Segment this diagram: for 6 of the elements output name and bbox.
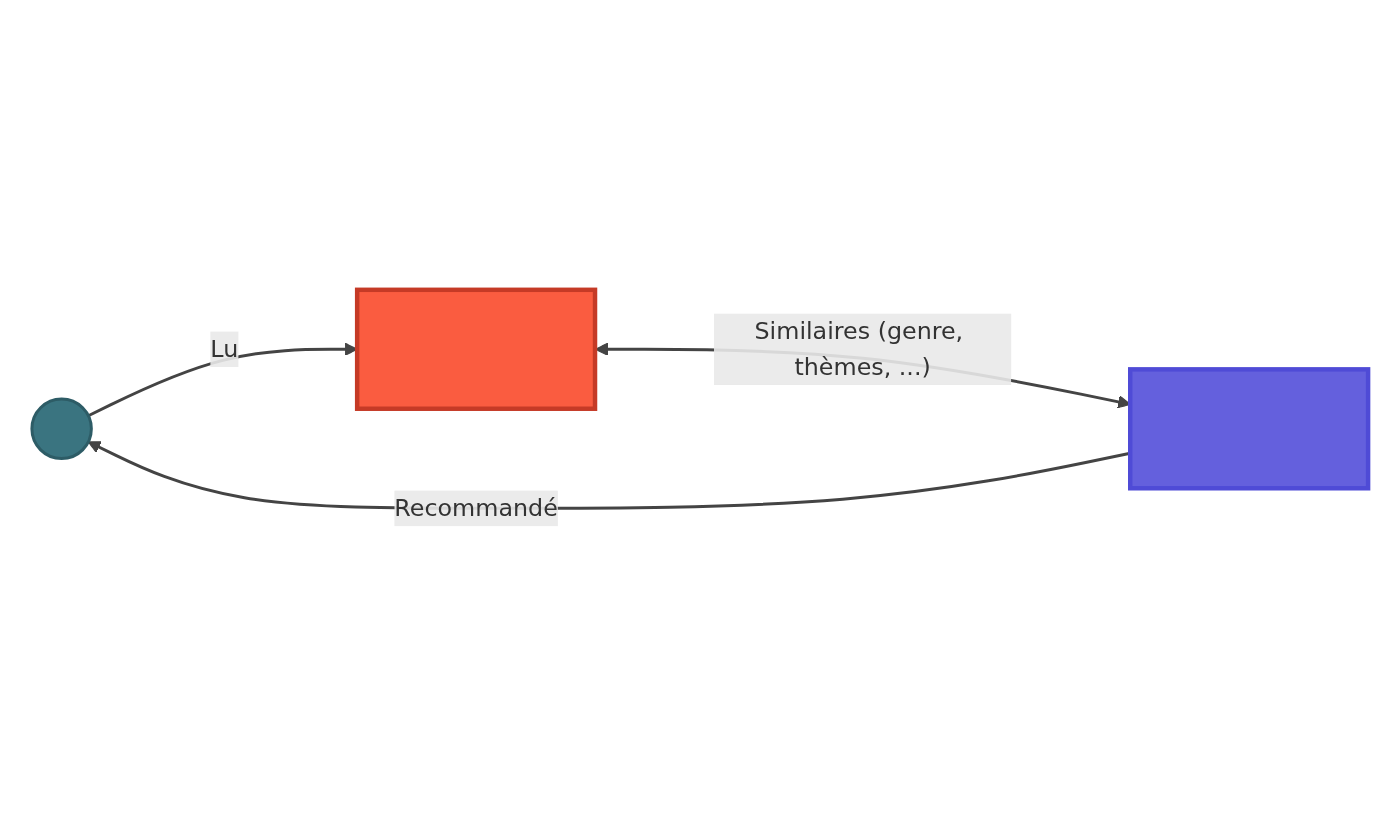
node-person xyxy=(30,397,93,461)
edge-label: Similaires (genre, thèmes, ...) xyxy=(754,316,964,381)
node-box xyxy=(354,287,598,411)
node-box xyxy=(1128,367,1371,491)
edge-label: Lu xyxy=(210,334,239,363)
edge-label: Recommandé xyxy=(394,493,558,522)
